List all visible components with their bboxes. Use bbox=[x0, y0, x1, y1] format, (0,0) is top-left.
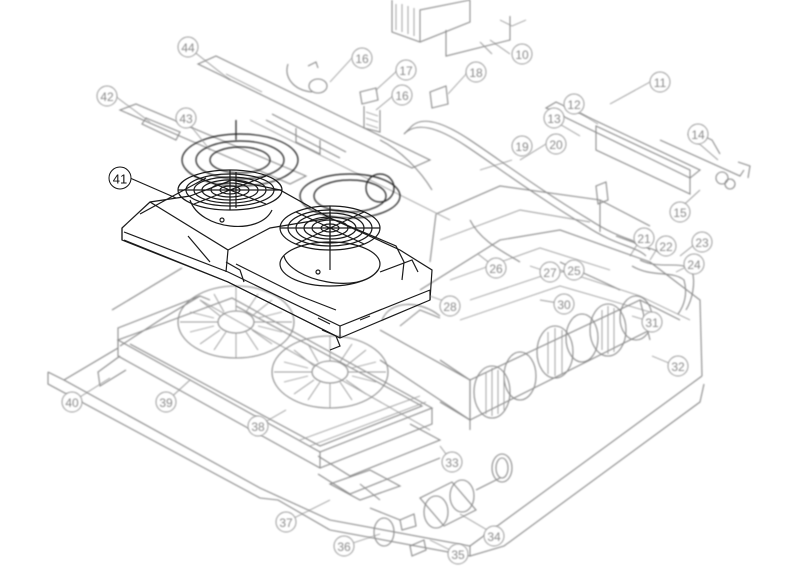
callout-25: 25 bbox=[563, 259, 585, 281]
leader-lines bbox=[71, 39, 719, 555]
svg-text:11: 11 bbox=[654, 76, 667, 90]
svg-text:15: 15 bbox=[673, 206, 687, 220]
svg-text:13: 13 bbox=[547, 112, 561, 126]
base-frame bbox=[47, 119, 705, 557]
svg-text:24: 24 bbox=[687, 258, 701, 272]
callout-12: 12 bbox=[563, 93, 585, 115]
callout-21: 21 bbox=[633, 227, 655, 249]
callout-28: 28 bbox=[439, 295, 461, 317]
callout-group: 44 42 43 16 17 16 18 10 11 12 13 14 15 1… bbox=[61, 36, 713, 565]
callout-38: 38 bbox=[247, 415, 269, 437]
background-assembly bbox=[47, 0, 751, 557]
svg-text:28: 28 bbox=[443, 300, 457, 314]
svg-text:16: 16 bbox=[395, 89, 409, 103]
callout-32: 32 bbox=[667, 355, 689, 377]
blower-row bbox=[379, 295, 681, 430]
svg-text:40: 40 bbox=[65, 396, 79, 410]
callout-10: 10 bbox=[511, 43, 533, 65]
svg-text:17: 17 bbox=[399, 64, 413, 78]
svg-text:43: 43 bbox=[179, 112, 193, 126]
fan-cover-assembly bbox=[121, 120, 433, 351]
svg-text:42: 42 bbox=[100, 90, 114, 104]
svg-text:33: 33 bbox=[445, 456, 459, 470]
svg-text:44: 44 bbox=[181, 41, 195, 55]
callout-43: 43 bbox=[175, 107, 197, 129]
callout-31: 31 bbox=[641, 311, 663, 333]
svg-text:14: 14 bbox=[691, 128, 705, 142]
callout-24: 24 bbox=[683, 253, 705, 275]
svg-text:37: 37 bbox=[279, 516, 293, 530]
svg-text:22: 22 bbox=[659, 240, 673, 254]
right-fan-guard bbox=[279, 205, 381, 287]
svg-text:18: 18 bbox=[469, 66, 483, 80]
svg-text:26: 26 bbox=[489, 262, 503, 276]
right-rails bbox=[544, 101, 751, 195]
callout-18: 18 bbox=[465, 61, 487, 83]
callout-41: 41 bbox=[108, 166, 132, 190]
callout-26: 26 bbox=[485, 257, 507, 279]
svg-text:36: 36 bbox=[337, 540, 351, 554]
callout-36: 36 bbox=[333, 535, 355, 557]
callout-17: 17 bbox=[395, 59, 417, 81]
callout-13: 13 bbox=[543, 107, 565, 129]
svg-text:10: 10 bbox=[515, 48, 529, 62]
svg-text:30: 30 bbox=[557, 298, 571, 312]
small-parts bbox=[286, 61, 609, 205]
svg-text:27: 27 bbox=[543, 266, 557, 280]
svg-text:41: 41 bbox=[113, 172, 127, 187]
heater-core-part bbox=[391, 0, 527, 57]
callout-39: 39 bbox=[155, 391, 177, 413]
svg-text:39: 39 bbox=[159, 396, 173, 410]
leader-41 bbox=[129, 177, 177, 199]
hoses bbox=[379, 120, 695, 315]
callout-16-b: 16 bbox=[391, 84, 413, 106]
callout-27: 27 bbox=[539, 261, 561, 283]
callout-40: 40 bbox=[61, 391, 83, 413]
svg-text:38: 38 bbox=[251, 420, 265, 434]
top-rails bbox=[118, 55, 432, 185]
callout-11: 11 bbox=[649, 71, 671, 93]
svg-text:35: 35 bbox=[451, 548, 465, 562]
callout-44: 44 bbox=[177, 36, 199, 58]
svg-text:25: 25 bbox=[567, 264, 581, 278]
callout-35: 35 bbox=[447, 543, 469, 565]
callout-14: 14 bbox=[687, 123, 709, 145]
callout-37: 37 bbox=[275, 511, 297, 533]
svg-text:31: 31 bbox=[645, 316, 659, 330]
svg-text:16: 16 bbox=[355, 52, 369, 66]
callout-42: 42 bbox=[96, 85, 118, 107]
callout-23: 23 bbox=[691, 231, 713, 253]
callout-22: 22 bbox=[655, 235, 677, 257]
condenser-frame bbox=[97, 285, 434, 469]
callout-15: 15 bbox=[669, 201, 691, 223]
svg-text:12: 12 bbox=[567, 98, 581, 112]
callout-20: 20 bbox=[545, 133, 567, 155]
callout-19: 19 bbox=[511, 135, 533, 157]
svg-text:20: 20 bbox=[549, 138, 563, 152]
callout-16: 16 bbox=[351, 47, 373, 69]
callout-30: 30 bbox=[553, 293, 575, 315]
svg-text:32: 32 bbox=[671, 360, 685, 374]
svg-text:21: 21 bbox=[637, 232, 651, 246]
callout-33: 33 bbox=[441, 451, 463, 473]
bottom-parts bbox=[317, 423, 513, 557]
svg-text:34: 34 bbox=[487, 530, 501, 544]
svg-text:19: 19 bbox=[515, 140, 529, 154]
svg-text:23: 23 bbox=[695, 236, 709, 250]
callout-34: 34 bbox=[483, 525, 505, 547]
left-fan-guard bbox=[177, 169, 283, 227]
